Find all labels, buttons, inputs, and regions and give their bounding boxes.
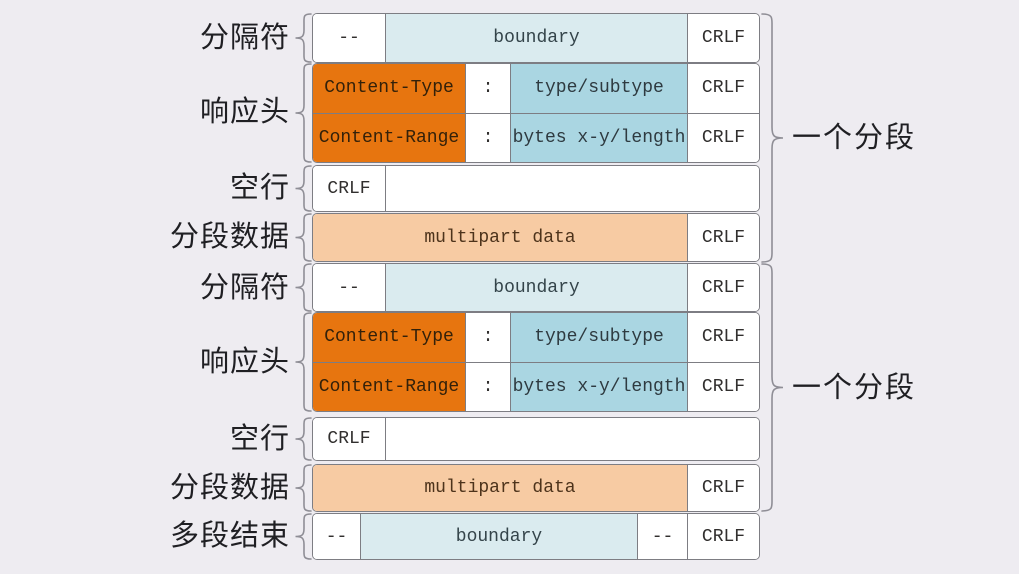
cell-dashes: -- — [313, 264, 386, 311]
left-brace-data-1 — [295, 213, 312, 262]
cell-boundary: boundary — [386, 264, 688, 311]
row-group-data-2: multipart data CRLF — [312, 464, 760, 512]
row-group-blank-2: CRLF — [312, 417, 760, 461]
cell-crlf: CRLF — [688, 362, 759, 411]
cell-header-name: Content-Range — [313, 113, 466, 162]
row-group-separator-1: -- boundary CRLF — [312, 13, 760, 63]
cell-header-value: bytes x-y/length — [511, 362, 688, 411]
cell-colon: : — [466, 64, 511, 113]
cell-crlf: CRLF — [688, 214, 759, 261]
cell-crlf: CRLF — [313, 418, 386, 460]
row-group-end: -- boundary -- CRLF — [312, 513, 760, 560]
label-one-segment-1: 一个分段 — [792, 122, 917, 154]
label-part-data-1: 分段数据 — [169, 221, 290, 253]
cell-colon: : — [466, 313, 511, 362]
row-group-headers-2: Content-Type : type/subtype CRLF Content… — [312, 312, 760, 412]
row-content-type: Content-Type : type/subtype CRLF — [313, 313, 759, 362]
cell-dashes: -- — [638, 514, 688, 559]
cell-header-name: Content-Range — [313, 362, 466, 411]
row-content-type: Content-Type : type/subtype CRLF — [313, 64, 759, 113]
label-separator-1: 分隔符 — [199, 22, 290, 54]
cell-header-name: Content-Type — [313, 313, 466, 362]
label-blank-line-2: 空行 — [229, 423, 290, 455]
row-group-data-1: multipart data CRLF — [312, 213, 760, 262]
cell-crlf: CRLF — [688, 465, 759, 511]
label-blank-line-1: 空行 — [229, 172, 290, 204]
cell-header-name: Content-Type — [313, 64, 466, 113]
row-group-separator-2: -- boundary CRLF — [312, 263, 760, 312]
row-part-data: multipart data CRLF — [313, 214, 759, 261]
cell-header-value: type/subtype — [511, 313, 688, 362]
cell-colon: : — [466, 362, 511, 411]
cell-crlf: CRLF — [688, 113, 759, 162]
label-separator-2: 分隔符 — [199, 272, 290, 304]
row-content-range: Content-Range : bytes x-y/length CRLF — [313, 112, 759, 162]
label-multipart-end: 多段结束 — [169, 520, 290, 552]
left-brace-separator-1 — [295, 13, 312, 63]
blank-row-filler — [386, 418, 759, 460]
cell-multipart-data: multipart data — [313, 465, 688, 511]
cell-multipart-data: multipart data — [313, 214, 688, 261]
cell-boundary: boundary — [361, 514, 638, 559]
row-group-headers-1: Content-Type : type/subtype CRLF Content… — [312, 63, 760, 163]
cell-colon: : — [466, 113, 511, 162]
row-content-range: Content-Range : bytes x-y/length CRLF — [313, 361, 759, 411]
label-one-segment-2: 一个分段 — [792, 372, 917, 404]
left-brace-separator-2 — [295, 263, 312, 312]
row-blank: CRLF — [313, 166, 759, 211]
label-part-data-2: 分段数据 — [169, 472, 290, 504]
left-brace-blank-2 — [295, 417, 312, 461]
cell-dashes: -- — [313, 14, 386, 62]
cell-dashes: -- — [313, 514, 361, 559]
left-brace-blank-1 — [295, 165, 312, 212]
cell-boundary: boundary — [386, 14, 688, 62]
row-separator: -- boundary CRLF — [313, 264, 759, 311]
cell-header-value: type/subtype — [511, 64, 688, 113]
cell-header-value: bytes x-y/length — [511, 113, 688, 162]
cell-crlf: CRLF — [688, 64, 759, 113]
cell-crlf: CRLF — [688, 14, 759, 62]
right-brace-segment-1 — [761, 13, 784, 263]
cell-crlf: CRLF — [688, 313, 759, 362]
label-response-headers-1: 响应头 — [199, 96, 290, 128]
left-brace-data-2 — [295, 464, 312, 512]
cell-crlf: CRLF — [688, 264, 759, 311]
row-part-data: multipart data CRLF — [313, 465, 759, 511]
cell-crlf: CRLF — [313, 166, 386, 211]
left-brace-end — [295, 513, 312, 560]
left-brace-headers-1 — [295, 63, 312, 163]
cell-crlf: CRLF — [688, 514, 759, 559]
left-brace-headers-2 — [295, 312, 312, 412]
right-brace-segment-2 — [761, 263, 784, 512]
row-group-blank-1: CRLF — [312, 165, 760, 212]
row-separator: -- boundary CRLF — [313, 14, 759, 62]
label-response-headers-2: 响应头 — [199, 346, 290, 378]
row-blank: CRLF — [313, 418, 759, 460]
blank-row-filler — [386, 166, 759, 211]
row-multipart-end: -- boundary -- CRLF — [313, 514, 759, 559]
